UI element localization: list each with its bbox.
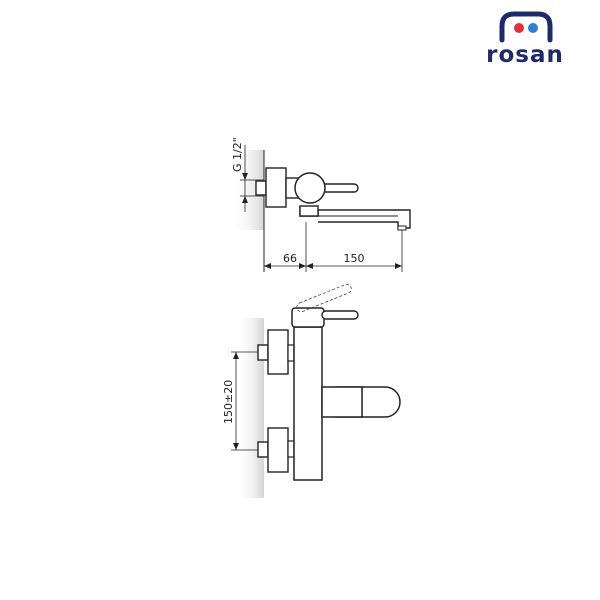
top-cartridge-cap xyxy=(294,172,326,204)
front-cartridge-head xyxy=(291,307,325,328)
logo-red-drop-icon xyxy=(514,23,524,33)
rosan-logo: rosan xyxy=(486,11,564,68)
top-cover-rosette xyxy=(265,167,287,208)
logo-wordmark: rosan xyxy=(486,42,564,68)
front-upper-inlet-nut xyxy=(257,344,269,361)
logo-arch-icon xyxy=(499,11,553,43)
center-dim-label: 150±20 xyxy=(222,380,235,424)
width-dim-label: 66 xyxy=(283,252,297,265)
lever-open-position xyxy=(296,283,352,313)
thread-dim-label: G 1/2" xyxy=(231,137,244,172)
top-view: G 1/2" 66 150 xyxy=(231,137,411,272)
logo-blue-drop-icon xyxy=(528,23,538,33)
front-lower-inlet-nut xyxy=(257,441,269,458)
front-upper-rosette xyxy=(267,329,289,375)
front-body xyxy=(293,326,323,481)
front-lower-rosette xyxy=(267,427,289,473)
reach-dim-label: 150 xyxy=(344,252,365,265)
top-inlet-nut xyxy=(255,180,267,196)
front-lever-handle xyxy=(321,310,359,320)
front-view: 150±20 xyxy=(222,283,401,498)
